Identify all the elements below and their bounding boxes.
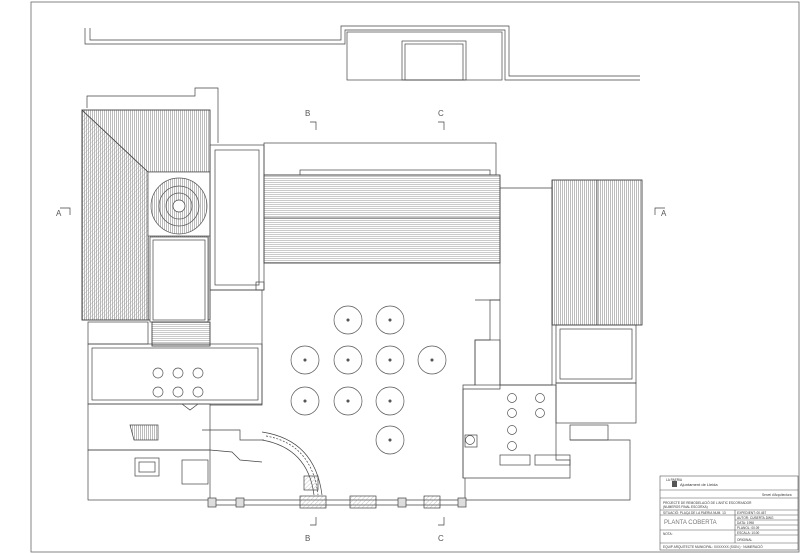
front-fence (207, 495, 467, 509)
department-name: Servei d'Arquitectura (762, 493, 792, 497)
paeria-logo-icon (672, 481, 677, 487)
section-markers (60, 121, 665, 526)
notes-label: NOTA: (663, 532, 673, 536)
section-c-bottom-label: C (438, 534, 444, 543)
municipality-name: Ajuntament de Lleida (680, 482, 718, 487)
section-c-top-label: C (438, 109, 444, 118)
project-subtitle: (NUMEROS FINAL ESCORXA) (663, 505, 708, 509)
title-block (659, 475, 799, 551)
central-block (209, 142, 501, 291)
sheet-border (30, 1, 800, 553)
field-plan: PLANOL: 00.09 (737, 526, 760, 530)
field-date: DATA: 1998 (737, 521, 754, 525)
field-scale: ESCALA: 1/100 (737, 531, 760, 535)
field-original: ORIGINAL (737, 538, 752, 542)
courtyard-trees (290, 305, 447, 455)
footer-credit: EQUIP ARQUITECTE MUNICIPAL: XXXXXXX (SIG… (663, 544, 763, 549)
drawing-title: PLANTA COBERTA (664, 520, 717, 526)
logo-tag: LA PAERIA (666, 478, 683, 482)
left-roof-skylights (152, 367, 204, 398)
section-b-top-label: B (305, 109, 310, 118)
project-title: PROJECTE DE REMODELACIÓ DE L'ANTIC ESCOR… (663, 500, 752, 505)
right-wing (462, 179, 643, 501)
section-a-left-label: A (56, 209, 62, 218)
section-a-right-label: A (661, 209, 667, 218)
site-address: SITUACIÓ: PLAÇA DE LA PAERIA NUM. 13 (663, 510, 726, 515)
left-wing (81, 87, 264, 501)
field-author: AUTOR: CUBERTA.DWG (737, 516, 774, 520)
top-boundary (84, 25, 640, 81)
right-roof-skylights (465, 393, 545, 451)
curved-entrance (261, 431, 323, 496)
field-expedient: EXPEDIENT: 00.457 (737, 511, 766, 515)
section-b-bottom-label: B (305, 534, 310, 543)
